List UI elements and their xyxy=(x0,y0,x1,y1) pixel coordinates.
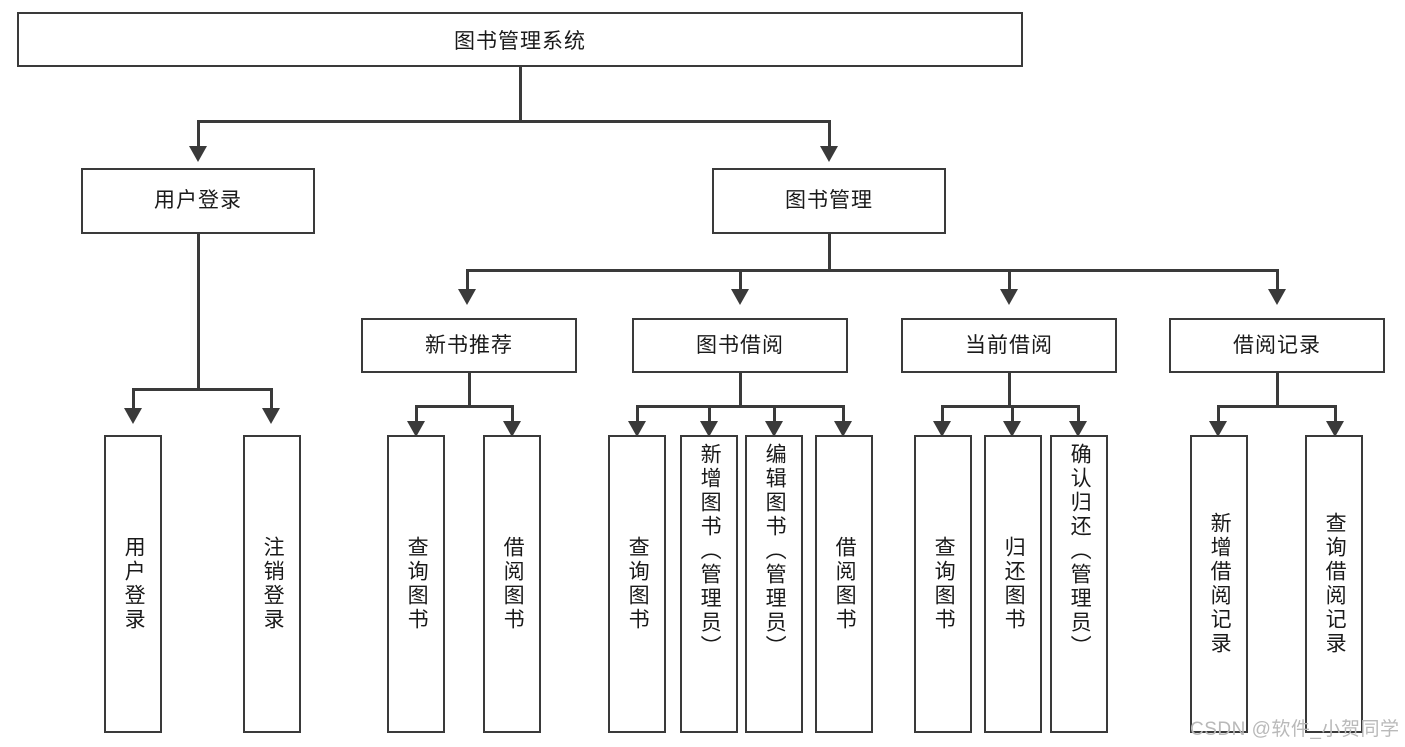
node-book-borrow[interactable]: 图书借阅 xyxy=(632,318,848,373)
edge-bb-drop-3 xyxy=(773,405,776,425)
edge-cb-trunk xyxy=(1008,373,1011,407)
edge-bm-drop-1 xyxy=(466,269,469,291)
leaf-user-login[interactable]: 用户登录 xyxy=(104,435,162,733)
arrow-to-leaf-query-book-1 xyxy=(407,421,425,437)
edge-bm-drop-4 xyxy=(1276,269,1279,291)
edge-user-login-drop-1 xyxy=(132,388,135,410)
edge-root-to-user-login xyxy=(197,120,200,148)
leaf-query-record-label: 查询借阅记录 xyxy=(1323,512,1347,656)
arrow-to-leaf-borrow-book-1 xyxy=(503,421,521,437)
edge-nbr-trunk xyxy=(468,373,471,407)
arrow-to-leaf-confirm-return xyxy=(1069,421,1087,437)
edge-book-manage-bus xyxy=(466,269,1278,272)
edge-cb-drop-3 xyxy=(1077,405,1080,425)
edge-cb-drop-1 xyxy=(941,405,944,425)
node-user-login-label: 用户登录 xyxy=(154,189,242,213)
arrow-to-leaf-query-book-2 xyxy=(628,421,646,437)
edge-bb-drop-2 xyxy=(708,405,711,425)
leaf-user-login-label: 用户登录 xyxy=(122,536,146,632)
node-current-borrow-label: 当前借阅 xyxy=(965,333,1053,357)
edge-user-login-bus xyxy=(132,388,273,391)
edge-root-trunk xyxy=(519,67,522,122)
leaf-add-record[interactable]: 新增借阅记录 xyxy=(1190,435,1248,733)
node-new-book-recommend-label: 新书推荐 xyxy=(425,333,513,357)
edge-bb-drop-4 xyxy=(842,405,845,425)
edge-cb-drop-2 xyxy=(1011,405,1014,425)
edge-bb-drop-1 xyxy=(636,405,639,425)
leaf-edit-book[interactable]: 编辑图书（管理员） xyxy=(745,435,803,733)
node-book-manage-label: 图书管理 xyxy=(785,189,873,213)
arrow-to-book-borrow xyxy=(731,289,749,305)
edge-user-login-trunk xyxy=(197,234,200,390)
edge-nbr-bus xyxy=(415,405,513,408)
leaf-borrow-book-2-label: 借阅图书 xyxy=(833,536,857,632)
leaf-query-book-1[interactable]: 查询图书 xyxy=(387,435,445,733)
node-book-borrow-label: 图书借阅 xyxy=(696,333,784,357)
node-user-login[interactable]: 用户登录 xyxy=(81,168,315,234)
leaf-logout[interactable]: 注销登录 xyxy=(243,435,301,733)
edge-br-bus xyxy=(1217,405,1337,408)
edge-root-bus xyxy=(197,120,831,123)
leaf-query-book-3[interactable]: 查询图书 xyxy=(914,435,972,733)
leaf-return-book-label: 归还图书 xyxy=(1002,536,1026,632)
edge-bb-trunk xyxy=(739,373,742,407)
leaf-edit-book-label: 编辑图书（管理员） xyxy=(763,443,787,659)
arrow-to-leaf-return-book xyxy=(1003,421,1021,437)
edge-bm-drop-3 xyxy=(1008,269,1011,291)
leaf-borrow-book-1-label: 借阅图书 xyxy=(501,536,525,632)
node-borrow-record[interactable]: 借阅记录 xyxy=(1169,318,1385,373)
arrow-to-leaf-add-record xyxy=(1209,421,1227,437)
leaf-add-book[interactable]: 新增图书（管理员） xyxy=(680,435,738,733)
node-current-borrow[interactable]: 当前借阅 xyxy=(901,318,1117,373)
edge-bb-bus xyxy=(636,405,844,408)
node-book-manage[interactable]: 图书管理 xyxy=(712,168,946,234)
leaf-return-book[interactable]: 归还图书 xyxy=(984,435,1042,733)
leaf-confirm-return-label: 确认归还（管理员） xyxy=(1068,443,1092,659)
leaf-add-book-label: 新增图书（管理员） xyxy=(698,443,722,659)
edge-br-drop-1 xyxy=(1217,405,1220,425)
arrow-to-leaf-logout xyxy=(262,408,280,424)
arrow-to-leaf-query-book-3 xyxy=(933,421,951,437)
edge-user-login-drop-2 xyxy=(270,388,273,410)
arrow-to-current-borrow xyxy=(1000,289,1018,305)
edge-nbr-drop-2 xyxy=(511,405,514,425)
node-borrow-record-label: 借阅记录 xyxy=(1233,333,1321,357)
node-root-system[interactable]: 图书管理系统 xyxy=(17,12,1023,67)
edge-cb-bus xyxy=(941,405,1078,408)
arrow-to-leaf-borrow-book-2 xyxy=(834,421,852,437)
leaf-borrow-book-2[interactable]: 借阅图书 xyxy=(815,435,873,733)
leaf-query-record[interactable]: 查询借阅记录 xyxy=(1305,435,1363,733)
node-new-book-recommend[interactable]: 新书推荐 xyxy=(361,318,577,373)
edge-br-trunk xyxy=(1276,373,1279,407)
leaf-query-book-3-label: 查询图书 xyxy=(932,536,956,632)
arrow-to-leaf-user-login xyxy=(124,408,142,424)
leaf-query-book-2[interactable]: 查询图书 xyxy=(608,435,666,733)
leaf-query-book-2-label: 查询图书 xyxy=(626,536,650,632)
arrow-to-new-book-recommend xyxy=(458,289,476,305)
edge-root-to-book-manage xyxy=(828,120,831,148)
leaf-add-record-label: 新增借阅记录 xyxy=(1208,512,1232,656)
edge-bm-drop-2 xyxy=(739,269,742,291)
node-root-label: 图书管理系统 xyxy=(454,29,586,53)
arrow-to-book-manage xyxy=(820,146,838,162)
arrow-to-borrow-record xyxy=(1268,289,1286,305)
arrow-to-leaf-edit-book xyxy=(765,421,783,437)
edge-br-drop-2 xyxy=(1334,405,1337,425)
leaf-confirm-return[interactable]: 确认归还（管理员） xyxy=(1050,435,1108,733)
leaf-logout-label: 注销登录 xyxy=(261,536,285,632)
arrow-to-leaf-add-book xyxy=(700,421,718,437)
edge-book-manage-trunk xyxy=(828,234,831,271)
csdn-watermark: CSDN @软件_小贺同学 xyxy=(1190,719,1400,740)
leaf-borrow-book-1[interactable]: 借阅图书 xyxy=(483,435,541,733)
arrow-to-leaf-query-record xyxy=(1326,421,1344,437)
arrow-to-user-login xyxy=(189,146,207,162)
leaf-query-book-1-label: 查询图书 xyxy=(405,536,429,632)
edge-nbr-drop-1 xyxy=(415,405,418,425)
